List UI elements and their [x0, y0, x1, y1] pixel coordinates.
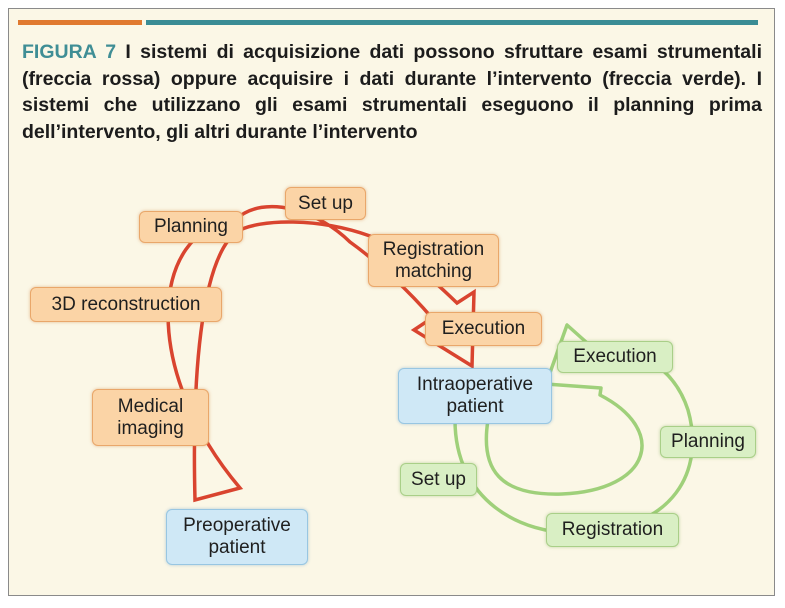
figure-label: FIGURA 7: [22, 41, 117, 63]
node-setup: Set up: [285, 187, 366, 220]
node-execution-red: Execution: [425, 312, 542, 346]
accent-bar-orange: [18, 20, 142, 25]
node-planning-green: Planning: [660, 426, 756, 458]
node-preoperative-patient: Preoperative patient: [166, 509, 308, 565]
green-arrow-intraoperative: [453, 323, 695, 535]
figure-caption: FIGURA 7 I sistemi di acquisizione dati …: [22, 39, 762, 145]
node-execution-green: Execution: [557, 341, 673, 373]
accent-bar-teal: [146, 20, 758, 25]
node-intraoperative-patient: Intraoperative patient: [398, 368, 552, 424]
node-setup-green: Set up: [400, 463, 477, 496]
node-registration-green: Registration: [546, 513, 679, 547]
red-arrow-preoperative: [166, 204, 476, 503]
node-registration-matching: Registration matching: [368, 234, 499, 287]
caption-text: I sistemi di acquisizione dati possono s…: [22, 41, 762, 143]
node-planning: Planning: [139, 211, 243, 243]
node-medical-imaging: Medical imaging: [92, 389, 209, 446]
node-3d-reconstruction: 3D reconstruction: [30, 287, 222, 322]
